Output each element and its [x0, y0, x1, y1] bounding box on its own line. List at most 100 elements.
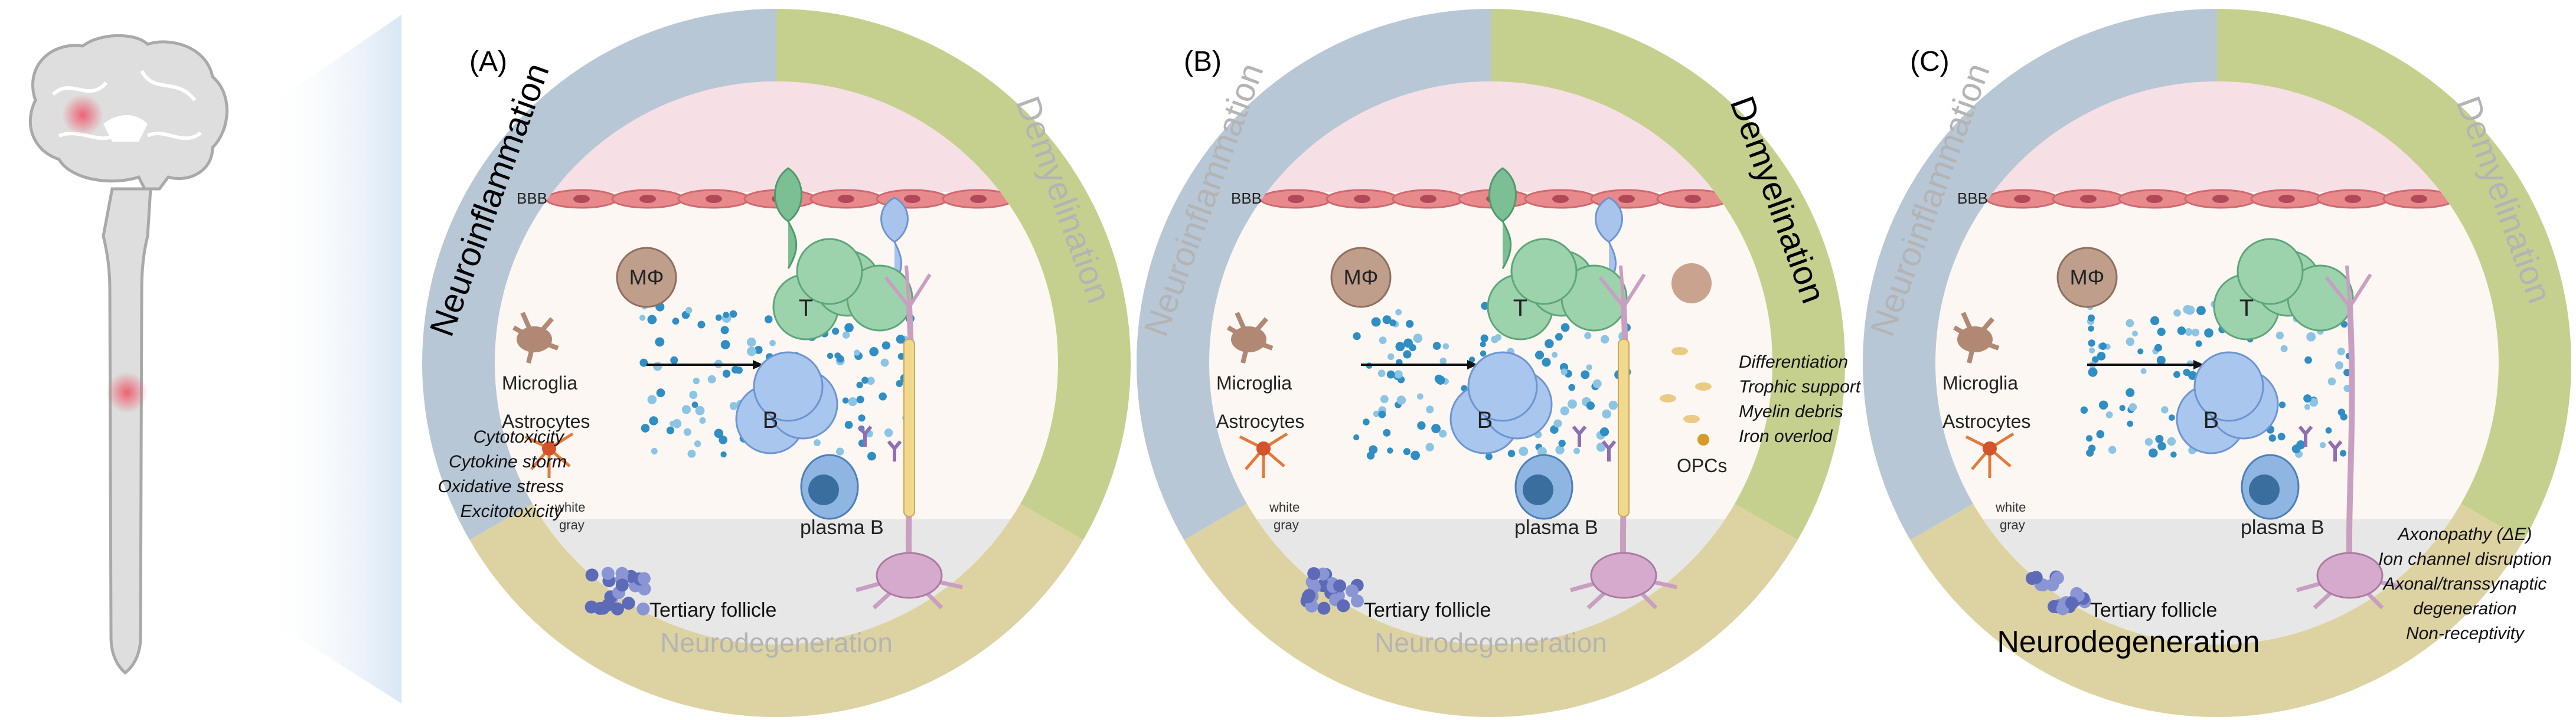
plasma-b-label: plasma B [2241, 516, 2324, 539]
b-cell-cluster [2176, 351, 2279, 454]
dendrites-top [2324, 265, 2372, 308]
microglia-cell [517, 326, 552, 352]
follicle-label: Tertiary follicle [1364, 599, 1491, 621]
astrocytes-label: Astrocytes [502, 411, 590, 432]
note-line: Cytokine storm [449, 452, 567, 472]
brain-spinal-cord-illustration [28, 34, 228, 675]
astrocyte-processes [1239, 432, 1288, 478]
note-line: Differentiation [1739, 352, 1848, 372]
macrophage-label: MΦ [1344, 265, 1379, 289]
opcs-label: OPCs [1677, 455, 1727, 476]
migrating-b-cell [1595, 197, 1623, 284]
note-line: Cytotoxicity [474, 427, 565, 447]
myelin-debris [1695, 382, 1712, 391]
follicle-label: Tertiary follicle [2090, 599, 2217, 621]
astrocytes-label: Astrocytes [1216, 411, 1304, 432]
panel-label: (B) [1184, 46, 1222, 77]
macrophage-cell [616, 247, 677, 308]
antibody [1572, 426, 1587, 447]
tertiary-follicle [1300, 567, 1364, 615]
plasma-b-label: plasma B [1514, 516, 1598, 539]
t-cell-cluster [1487, 238, 1628, 341]
astrocyte-processes [1965, 432, 2015, 478]
myelin-sheath [1618, 339, 1630, 517]
myelin-debris [1660, 394, 1676, 402]
macrophage-label: MΦ [629, 265, 664, 289]
myelin-debris [1683, 415, 1700, 423]
opc-phagocyte [1671, 263, 1712, 303]
dendrites-top [884, 265, 932, 308]
note-line: Oxidative stress [438, 477, 564, 496]
label-neurodegeneration: Neurodegeneration [660, 627, 893, 658]
microglia-label: Microglia [1942, 372, 2018, 394]
plasma-b-label: plasma B [800, 516, 884, 539]
b-cell-label: B [2203, 407, 2219, 433]
antibody [857, 426, 873, 447]
b-cell-label: B [1477, 407, 1493, 433]
antibody [887, 440, 902, 462]
note-line: Axonal/transsynaptic [2382, 574, 2547, 594]
astrocytes-label: Astrocytes [1942, 411, 2030, 432]
gray-matter-label: gray [559, 518, 585, 532]
microglia-cell [1231, 326, 1266, 352]
white-matter-label: white [1269, 500, 1300, 515]
t-cell-cluster [2213, 238, 2354, 341]
migrating-t-cell [1488, 167, 1517, 269]
white-matter-label: white [1995, 500, 2026, 515]
myelin-sheath [903, 339, 915, 517]
bbb-label: BBB [517, 189, 547, 207]
b-cell-cluster [735, 351, 838, 454]
panel-label: (C) [1910, 46, 1950, 77]
note-line: Ion channel disruption [2378, 549, 2552, 569]
neuron-soma [876, 552, 943, 599]
microglia-label: Microglia [502, 372, 577, 394]
astrocyte-processes [524, 432, 574, 478]
zoom-projection [260, 15, 401, 703]
dendrites-top [1598, 265, 1646, 308]
t-cell-label: T [2239, 295, 2254, 321]
gray-matter-label: gray [1274, 518, 1299, 532]
panel-label: (A) [469, 46, 507, 77]
mechanism-notes: Axonopathy (ΔE) Ion channel disruptionAxo… [2378, 525, 2552, 643]
note-line: Trophic support [1739, 377, 1862, 397]
astrocyte-cell [1983, 441, 1997, 456]
b-cell-cluster [1449, 351, 1553, 454]
t-cell-label: T [799, 295, 813, 321]
t-cell-cluster [772, 238, 913, 341]
note-line: Excitotoxicity [461, 502, 564, 521]
antibody [2298, 426, 2313, 447]
bbb-label: BBB [1231, 189, 1262, 207]
t-cell-label: T [1513, 295, 1527, 321]
microglia-label: Microglia [1216, 372, 1292, 394]
neuron-soma [1590, 552, 1657, 599]
microglia-cell [1957, 326, 1993, 352]
macrophage-cell [1330, 247, 1392, 308]
neuron-soma [2316, 552, 2384, 599]
note-line: Iron overlod [1739, 427, 1833, 446]
axon [2346, 306, 2355, 576]
migrating-b-cell [880, 197, 909, 284]
note-line: degeneration [2413, 599, 2516, 618]
bbb-label: BBB [1957, 189, 1988, 207]
label-neurodegeneration: Neurodegeneration [1997, 625, 2260, 659]
antibody [2327, 440, 2343, 462]
macrophage-label: MΦ [2070, 265, 2105, 289]
astrocyte-cell [1256, 441, 1271, 456]
note-line: Non-receptivity [2406, 624, 2525, 643]
tertiary-follicle [585, 567, 651, 616]
white-matter-label: white [554, 500, 585, 515]
tertiary-follicle [2025, 570, 2091, 616]
b-cell-label: B [763, 407, 779, 433]
note-line: Myelin debris [1739, 402, 1843, 421]
astrocyte-cell [542, 441, 556, 456]
note-line: Axonopathy (ΔE) [2397, 525, 2532, 544]
migrating-t-cell [774, 167, 802, 269]
myelin-debris [1671, 347, 1688, 355]
label-neurodegeneration: Neurodegeneration [1374, 627, 1607, 658]
